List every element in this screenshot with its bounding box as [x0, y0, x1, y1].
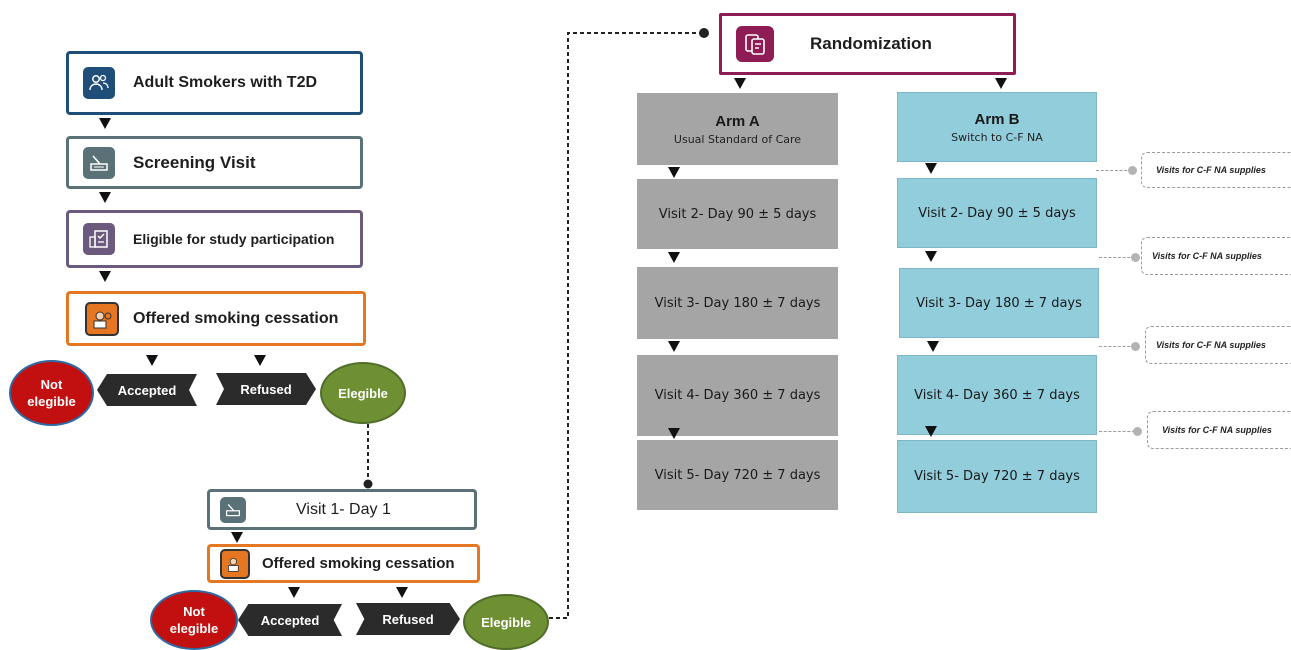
step-label: Offered smoking cessation	[262, 555, 455, 572]
step-adult-smokers: Adult Smokers with T2D	[66, 51, 363, 115]
arm-b-header: Arm B Switch to C-F NA	[897, 92, 1097, 162]
signature-icon	[220, 496, 246, 523]
signature-icon	[83, 146, 115, 179]
people-icon	[83, 67, 115, 99]
supply-callout: Visits for C-F NA supplies	[1141, 237, 1291, 275]
arm-a-visit: Visit 5- Day 720 ± 7 days	[637, 440, 838, 510]
outcome-label: Accepted	[260, 612, 320, 628]
arm-b-visit: Visit 5- Day 720 ± 7 days	[897, 440, 1097, 513]
arm-b-visit: Visit 4- Day 360 ± 7 days	[897, 355, 1097, 435]
arm-subtitle: Usual Standard of Care	[673, 132, 802, 146]
arrow-down-icon	[668, 167, 680, 178]
accepted-arrow: Accepted	[97, 374, 197, 406]
supply-connector	[1099, 431, 1135, 432]
arrow-down-icon	[668, 252, 680, 263]
arrow-down-icon	[995, 78, 1007, 89]
accepted-arrow: Accepted	[238, 604, 342, 636]
outcome-label: Not elegible	[27, 377, 76, 409]
step-offered-cessation: Offered smoking cessation	[66, 291, 366, 346]
step-label: Eligible for study participation	[133, 231, 335, 247]
documents-icon	[736, 26, 774, 62]
arrow-down-icon	[99, 271, 111, 282]
elegible-oval: Elegible	[320, 362, 406, 424]
step-visit-1: Visit 1- Day 1	[207, 489, 477, 530]
step-screening-visit: Screening Visit	[66, 136, 363, 189]
arrow-down-icon	[99, 118, 111, 129]
supply-dot	[1128, 166, 1137, 175]
supply-callout: Visits for C-F NA supplies	[1147, 411, 1291, 449]
supply-connector	[1096, 170, 1132, 171]
outcome-label: Not elegible	[169, 604, 219, 636]
randomization-label: Randomization	[810, 34, 932, 53]
arm-title: Arm A	[715, 112, 760, 130]
supply-connector	[1099, 257, 1135, 258]
visit-label: Visit 2- Day 90 ± 5 days	[658, 206, 817, 222]
step-label: Offered smoking cessation	[133, 309, 339, 327]
outcome-label: Elegible	[481, 614, 531, 630]
randomization-box: Randomization	[719, 13, 1016, 75]
arrow-down-icon	[927, 341, 939, 352]
visit-label: Visit 5- Day 720 ± 7 days	[654, 467, 821, 483]
elegible-oval: Elegible	[463, 594, 549, 650]
supply-label: Visits for C-F NA supplies	[1152, 251, 1262, 261]
supply-label: Visits for C-F NA supplies	[1156, 165, 1266, 175]
outcome-label: Elegible	[338, 385, 388, 401]
visit-label: Visit 4- Day 360 ± 7 days	[914, 387, 1080, 403]
doctor-icon	[220, 548, 250, 579]
supply-dot	[1131, 342, 1140, 351]
step-offered-cessation-2: Offered smoking cessation	[207, 544, 480, 583]
arrow-down-icon	[99, 192, 111, 203]
step-label: Visit 1- Day 1	[296, 500, 391, 518]
not-elegible-oval: Not elegible	[150, 590, 238, 650]
supply-label: Visits for C-F NA supplies	[1162, 425, 1272, 435]
doctor-icon	[85, 301, 119, 336]
visit-label: Visit 5- Day 720 ± 7 days	[914, 469, 1080, 484]
arrow-down-icon	[925, 426, 937, 437]
supply-callout: Visits for C-F NA supplies	[1141, 152, 1291, 188]
refused-arrow: Refused	[216, 373, 316, 405]
outcome-label: Refused	[240, 381, 292, 397]
step-eligible: Eligible for study participation	[66, 210, 363, 268]
arrow-down-icon	[925, 251, 937, 262]
arm-b-visit: Visit 3- Day 180 ± 7 days	[899, 268, 1099, 338]
visit-label: Visit 4- Day 360 ± 7 days	[654, 388, 821, 403]
arrow-down-icon	[254, 355, 266, 366]
refused-arrow: Refused	[356, 603, 460, 635]
step-label: Adult Smokers with T2D	[133, 74, 318, 91]
not-elegible-oval: Not elegible	[9, 360, 94, 426]
step-label: Screening Visit	[133, 152, 256, 172]
checklist-icon	[83, 223, 115, 255]
outcome-label: Refused	[382, 611, 434, 627]
arrow-down-icon	[231, 532, 243, 543]
arrow-down-icon	[288, 587, 300, 598]
arrow-down-icon	[668, 341, 680, 352]
arm-b-visit: Visit 2- Day 90 ± 5 days	[897, 178, 1097, 248]
supply-label: Visits for C-F NA supplies	[1156, 340, 1266, 350]
arrow-down-icon	[146, 355, 158, 366]
arm-a-header: Arm A Usual Standard of Care	[637, 93, 838, 165]
arrow-down-icon	[396, 587, 408, 598]
arrow-down-icon	[668, 428, 680, 439]
visit-label: Visit 3- Day 180 ± 7 days	[916, 295, 1082, 311]
arm-a-visit: Visit 2- Day 90 ± 5 days	[637, 179, 838, 249]
visit-label: Visit 2- Day 90 ± 5 days	[918, 205, 1076, 221]
arrow-down-icon	[925, 163, 937, 174]
arm-subtitle: Switch to C-F NA	[951, 130, 1043, 144]
supply-dot	[1133, 427, 1142, 436]
visit-label: Visit 3- Day 180 ± 7 days	[654, 295, 821, 311]
supply-callout: Visits for C-F NA supplies	[1145, 326, 1291, 364]
arm-title: Arm B	[974, 110, 1020, 128]
supply-connector	[1099, 346, 1135, 347]
outcome-label: Accepted	[117, 382, 177, 398]
arm-a-visit: Visit 4- Day 360 ± 7 days	[637, 355, 838, 436]
arm-a-visit: Visit 3- Day 180 ± 7 days	[637, 267, 838, 339]
supply-dot	[1131, 253, 1140, 262]
arrow-down-icon	[734, 78, 746, 89]
